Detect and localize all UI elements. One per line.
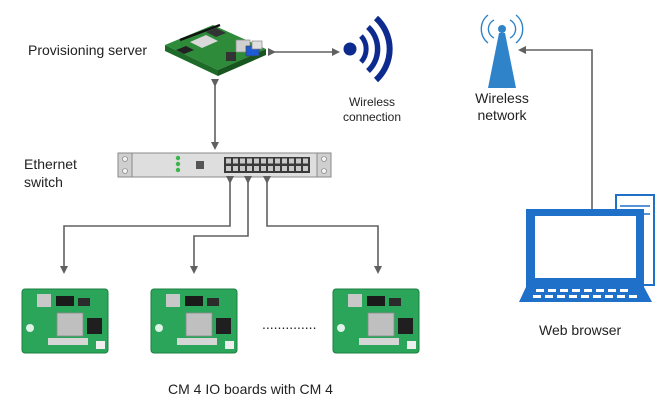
cm4-board-1: [21, 288, 109, 354]
switch-board2-link: [190, 176, 252, 274]
desktop-computer-icon: [519, 194, 655, 302]
raspberry-pi-server-icon: [165, 23, 266, 76]
connection-arrows: [60, 46, 593, 274]
wireless-connection-line1: Wireless: [348, 95, 395, 109]
ethernet-switch-line1: Ethernet: [24, 156, 77, 172]
ethernet-switch-label: Ethernet switch: [24, 155, 77, 191]
wireless-network-line1: Wireless: [475, 90, 529, 106]
ethernet-switch-line2: switch: [24, 174, 63, 190]
wireless-network-line2: network: [477, 107, 527, 123]
cm4-board-2: [150, 288, 238, 354]
web-browser-label: Web browser: [539, 322, 622, 338]
switch-board3-link: [263, 176, 382, 274]
radio-tower-icon: [480, 14, 524, 88]
cm4-board-3: [332, 288, 420, 354]
wireless-connection-label: Wireless connection: [334, 95, 410, 125]
wireless-network-label: Wireless network: [466, 90, 538, 124]
wifi-signal-icon: [343, 15, 393, 83]
browser-tower-link: [518, 46, 593, 210]
wireless-connection-line2: connection: [342, 110, 402, 124]
boards-ellipsis: ..............: [262, 316, 317, 332]
switch-board1-link: [60, 176, 234, 274]
ethernet-switch-icon: [117, 152, 332, 178]
boards-caption: CM 4 IO boards with CM 4: [168, 381, 333, 397]
provisioning-server-label: Provisioning server: [28, 42, 148, 58]
